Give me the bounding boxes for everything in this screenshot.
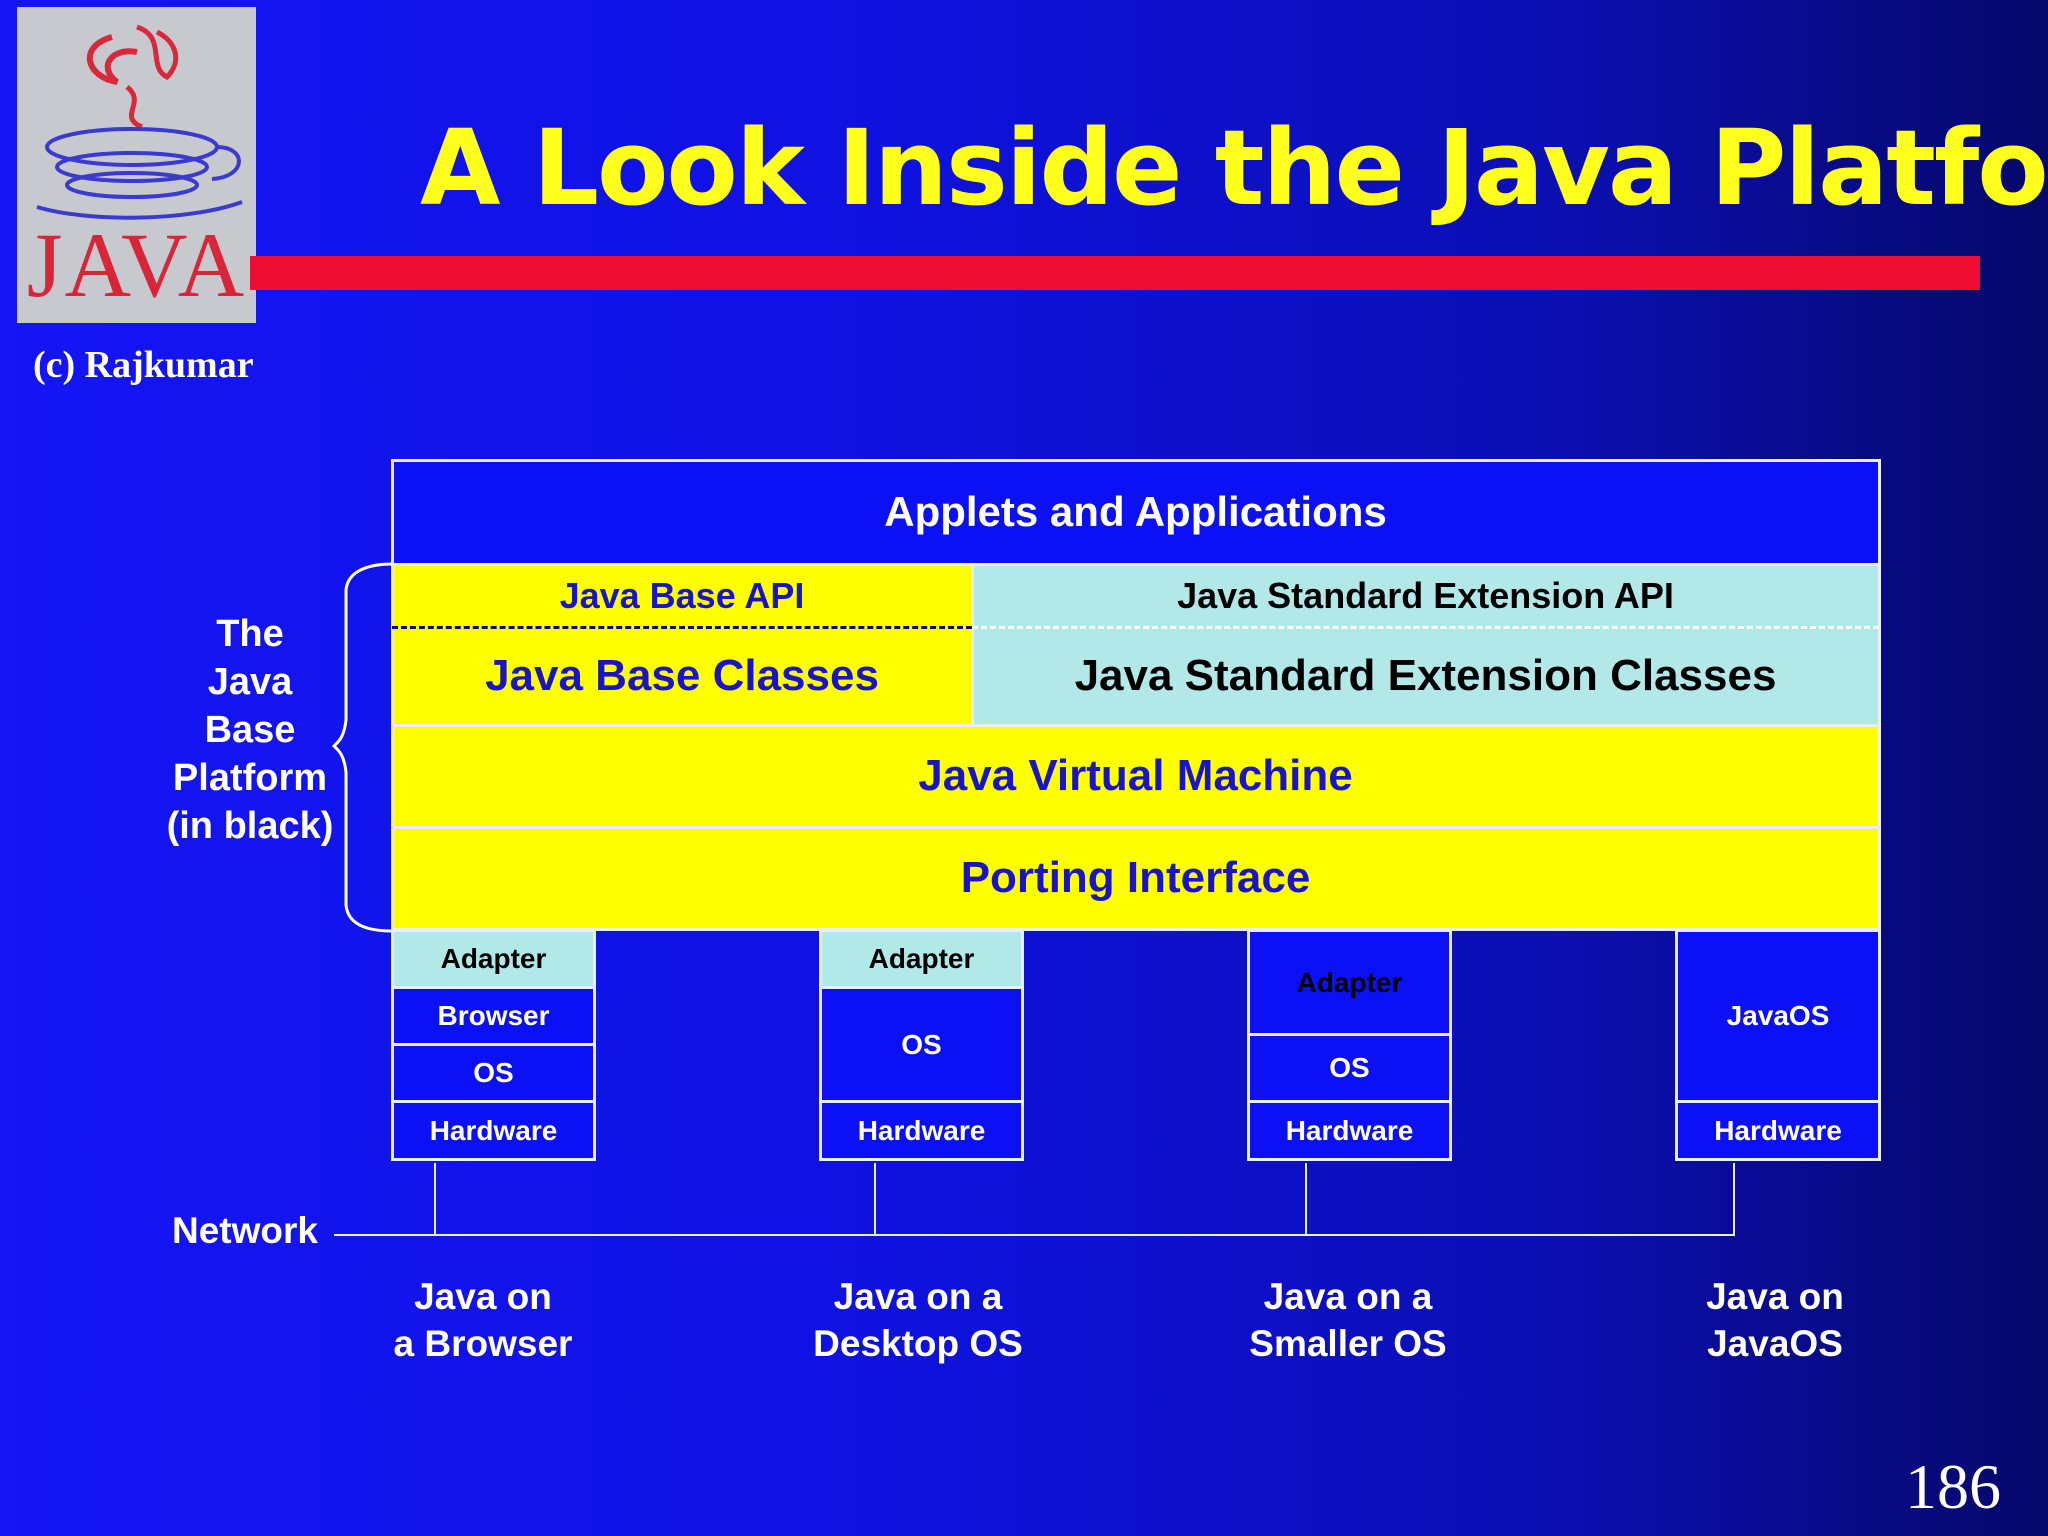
logo-text: JAVA [26, 214, 247, 316]
side-label-line: Base [204, 709, 296, 751]
stack-divider [392, 724, 1880, 727]
adapter-layer: Adapter [394, 932, 593, 989]
hardware-layer: Hardware [822, 1103, 1021, 1158]
network-label: Network [172, 1210, 318, 1251]
caption-line: Java on [1706, 1276, 1844, 1317]
caption-smaller-os: Java on a Smaller OS [1198, 1273, 1498, 1367]
adapter-layer: Adapter [822, 932, 1021, 989]
caption-browser: Java on a Browser [340, 1273, 626, 1367]
credit-text: (c) Rajkumar [33, 344, 254, 386]
side-label-line: Java [207, 661, 293, 703]
page-number: 186 [1905, 1451, 2001, 1522]
brace-icon [331, 562, 393, 933]
side-label-line: Platform [172, 757, 328, 799]
os-layer: OS [1250, 1036, 1449, 1103]
java-virtual-machine: Java Virtual Machine [392, 725, 1879, 827]
network-drop-line [1733, 1163, 1735, 1235]
caption-line: Desktop OS [813, 1323, 1023, 1364]
network-drop-line [434, 1163, 436, 1235]
java-base-api: Java Base API [392, 564, 972, 627]
api-dashed-separator [392, 626, 972, 629]
deployment-javaos: JavaOS Hardware [1675, 929, 1881, 1161]
stack-divider [392, 826, 1880, 829]
adapter-layer: Adapter [1250, 932, 1449, 1036]
caption-desktop-os: Java on a Desktop OS [768, 1273, 1068, 1367]
stack-frame [391, 459, 1881, 931]
java-standard-extension-classes: Java Standard Extension Classes [972, 627, 1879, 725]
java-logo: JAVA [17, 7, 256, 323]
deployment-smaller-os: Adapter OS Hardware [1247, 929, 1452, 1161]
caption-line: JavaOS [1707, 1323, 1843, 1364]
hardware-layer: Hardware [394, 1103, 593, 1158]
hardware-layer: Hardware [1250, 1103, 1449, 1158]
os-layer: OS [822, 989, 1021, 1103]
os-layer: OS [394, 1046, 593, 1103]
caption-line: Smaller OS [1249, 1323, 1447, 1364]
deployment-browser: Adapter Browser OS Hardware [391, 929, 596, 1161]
java-standard-extension-api: Java Standard Extension API [972, 564, 1879, 627]
deployment-desktop-os: Adapter OS Hardware [819, 929, 1024, 1161]
network-drop-line [1305, 1163, 1307, 1235]
caption-line: Java on a [833, 1276, 1003, 1317]
javaos-layer: JavaOS [1678, 932, 1878, 1103]
stack-column-divider [971, 564, 974, 725]
coffee-cup-icon [36, 24, 243, 220]
title-underline-bar [250, 256, 1980, 290]
caption-line: Java on [414, 1276, 552, 1317]
caption-javaos: Java on JavaOS [1640, 1273, 1910, 1367]
hardware-layer: Hardware [1678, 1103, 1878, 1158]
browser-layer: Browser [394, 989, 593, 1046]
network-drop-line [874, 1163, 876, 1235]
side-label-line: The [216, 613, 284, 655]
applets-layer: Applets and Applications [392, 460, 1879, 564]
api-dashed-separator [972, 626, 1879, 629]
network-line [334, 1234, 1735, 1236]
side-label-line: (in black) [166, 805, 334, 847]
slide-title: A Look Inside the Java Platform [420, 107, 2048, 229]
caption-line: a Browser [393, 1323, 573, 1364]
caption-line: Java on a [1263, 1276, 1433, 1317]
stack-divider [392, 563, 1880, 566]
java-base-classes: Java Base Classes [392, 627, 972, 725]
base-platform-label: The Java Base Platform (in black) [150, 610, 350, 850]
porting-interface: Porting Interface [392, 827, 1879, 929]
